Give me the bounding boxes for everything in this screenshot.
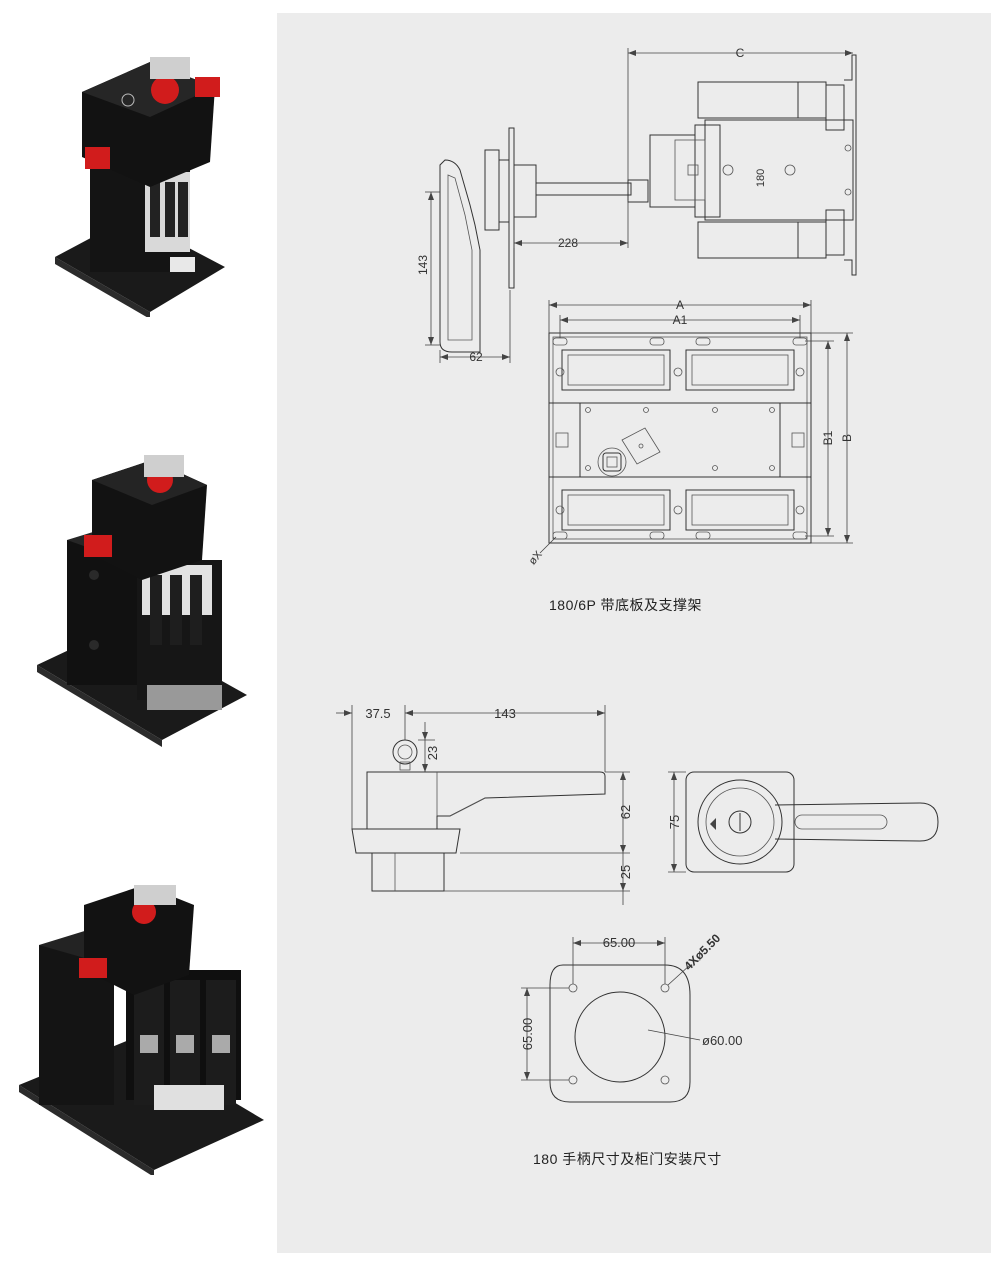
- dim-25: 25: [618, 865, 633, 879]
- dim-b: B: [840, 434, 854, 442]
- side-view: 180 C 228: [416, 46, 857, 364]
- dim-a: A: [676, 298, 684, 312]
- handle-front-view: 75: [667, 771, 939, 873]
- product-photo-column: [0, 0, 276, 1262]
- dim-holes: 4Xø5.50: [681, 931, 723, 973]
- technical-drawing: 180 C 228: [336, 46, 939, 1103]
- drawing-panel: 180 C 228: [277, 13, 991, 1253]
- dim-143-handle: 143: [494, 706, 516, 721]
- caption-mounting: 180/6P 带底板及支撑架: [549, 597, 703, 613]
- product-photo-3: [19, 885, 264, 1175]
- side-label-180: 180: [755, 169, 767, 187]
- door-cutout: 65.00 65.00 4Xø5.50 ø60.00: [520, 931, 742, 1103]
- dim-65-horizontal: 65.00: [603, 935, 636, 950]
- caption-handle: 180 手柄尺寸及柜门安装尺寸: [533, 1151, 722, 1167]
- dim-62-side: 62: [469, 350, 483, 364]
- product-photo-2: [37, 455, 247, 747]
- dim-23: 23: [425, 746, 440, 760]
- dim-143-vertical: 143: [416, 255, 430, 275]
- handle-side-view: 37.5 143 23 62 25: [336, 705, 633, 905]
- dim-75: 75: [667, 815, 682, 829]
- product-photo-1: [55, 57, 225, 317]
- dim-65-vertical: 65.00: [520, 1018, 535, 1051]
- dim-x: øX: [527, 548, 546, 567]
- dim-b1: B1: [821, 430, 835, 445]
- dim-62-handle: 62: [618, 805, 633, 819]
- dim-diameter: ø60.00: [702, 1033, 742, 1048]
- dim-a1: A1: [673, 313, 688, 327]
- dim-228: 228: [558, 236, 578, 250]
- top-view: A A1 B1 B øX: [527, 298, 854, 567]
- dim-c: C: [736, 46, 745, 60]
- dim-37-5: 37.5: [365, 706, 390, 721]
